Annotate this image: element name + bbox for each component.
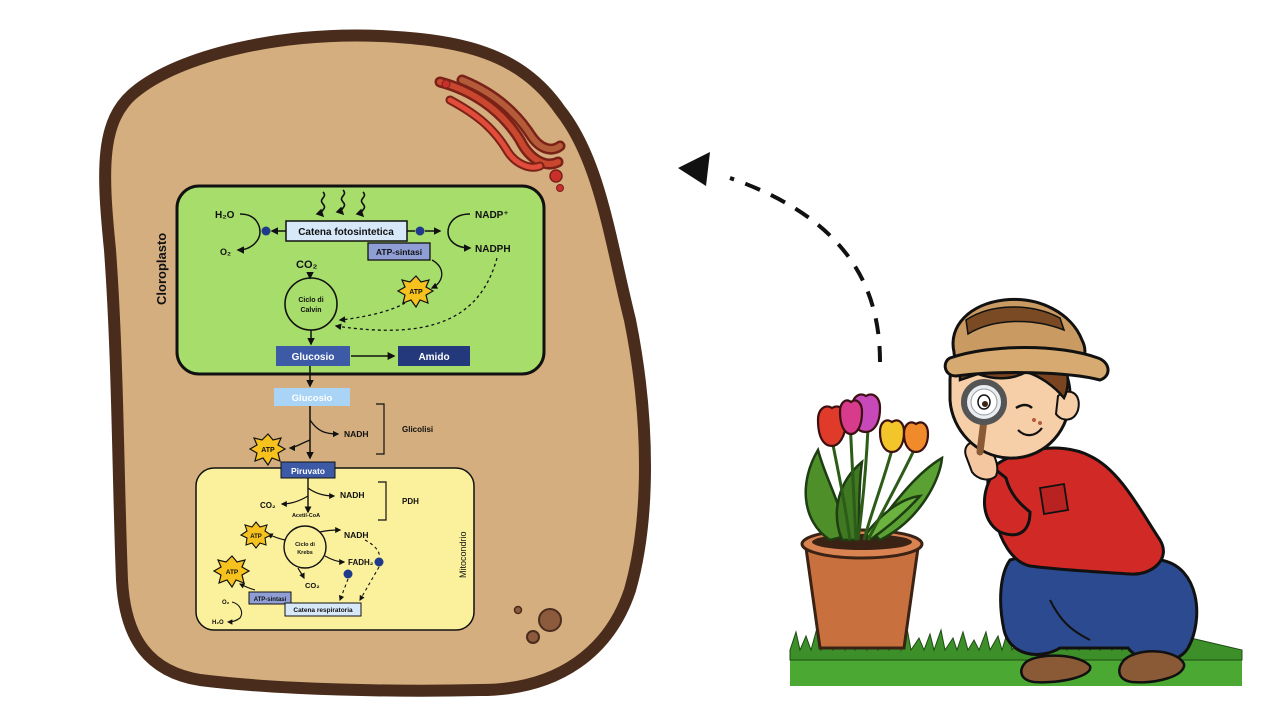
glucosio-chloro-label: Glucosio	[292, 352, 335, 363]
acetil-coa-label: Acetil-CoA	[292, 513, 320, 519]
magnifier-icon	[961, 379, 1007, 456]
atp-sintasi-mito-box	[248, 591, 292, 605]
calvin-label-2: Calvin	[300, 307, 321, 314]
nadp-label: NADP⁺	[475, 210, 509, 221]
atp-star-icon	[212, 555, 251, 589]
atp-chloro-label: ATP	[409, 289, 423, 296]
atp-krebs-label: ATP	[250, 534, 262, 540]
atp-mito-label: ATP	[226, 569, 239, 576]
catena-respiratoria-box	[284, 602, 362, 617]
electron-left-icon	[261, 226, 271, 236]
co2-krebs-label: CO₂	[305, 581, 320, 590]
nadh-pdh-label: NADH	[340, 490, 365, 500]
vesicles	[513, 605, 562, 644]
glucosio-cyto-box	[274, 388, 350, 406]
o2-label: O₂	[220, 247, 231, 257]
golgi-apparatus	[434, 74, 566, 192]
h2o-label: H₂O	[215, 210, 235, 221]
atp-star-icon	[248, 433, 287, 467]
atp-glyc-label: ATP	[261, 447, 275, 454]
electron-mito-2-icon	[374, 557, 384, 567]
nadh-krebs-label: NADH	[344, 530, 369, 540]
amido-box	[398, 346, 470, 366]
glucosio-cyto-label: Glucosio	[292, 393, 333, 404]
o2-mito-label: O₂	[222, 600, 230, 606]
co2-chloro-label: CO₂	[296, 259, 318, 271]
catena-fotosintetica-label: Catena fotosintetica	[298, 227, 394, 238]
nadh-glyc-label: NADH	[344, 429, 369, 439]
tulip-heads	[816, 393, 930, 454]
flower-pot	[800, 528, 924, 650]
piruvato-label: Piruvato	[291, 466, 325, 476]
catena-respiratoria-label: Catena respiratoria	[293, 607, 353, 614]
h2o-mito-label: H₂O	[212, 620, 224, 626]
atp-sintasi-box	[367, 242, 431, 261]
atp-star-icon	[239, 521, 273, 549]
cloroplasto-label: Cloroplasto	[154, 233, 169, 305]
krebs-label-1: Ciclo di	[295, 542, 315, 548]
mitocondrio-label: Mitocondrio	[458, 531, 468, 578]
atp-sintasi-mito-label: ATP-sintasi	[254, 597, 287, 603]
calvin-label-1: Ciclo di	[298, 297, 323, 304]
glicolisi-label: Glicolisi	[402, 425, 433, 434]
glucosio-chloro-box	[276, 346, 350, 366]
krebs-cycle	[283, 525, 327, 569]
co2-pdh-label: CO₂	[260, 501, 276, 510]
boy-explorer	[943, 297, 1199, 684]
dashed-arrow-head	[678, 152, 710, 186]
electron-right-icon	[415, 226, 425, 236]
atp-star-icon	[396, 275, 435, 309]
nadph-label: NADPH	[475, 244, 511, 255]
tulip-stems	[830, 419, 917, 541]
pdh-label: PDH	[402, 497, 419, 506]
photon-wave-icon	[315, 189, 366, 218]
krebs-label-2: Krebs	[297, 550, 313, 556]
atp-sintasi-label: ATP-sintasi	[376, 247, 422, 257]
dashed-arrow-icon	[729, 176, 882, 363]
amido-label: Amido	[418, 352, 449, 363]
fadh2-label: FADH₂	[348, 558, 374, 567]
electron-mito-1-icon	[343, 569, 353, 579]
